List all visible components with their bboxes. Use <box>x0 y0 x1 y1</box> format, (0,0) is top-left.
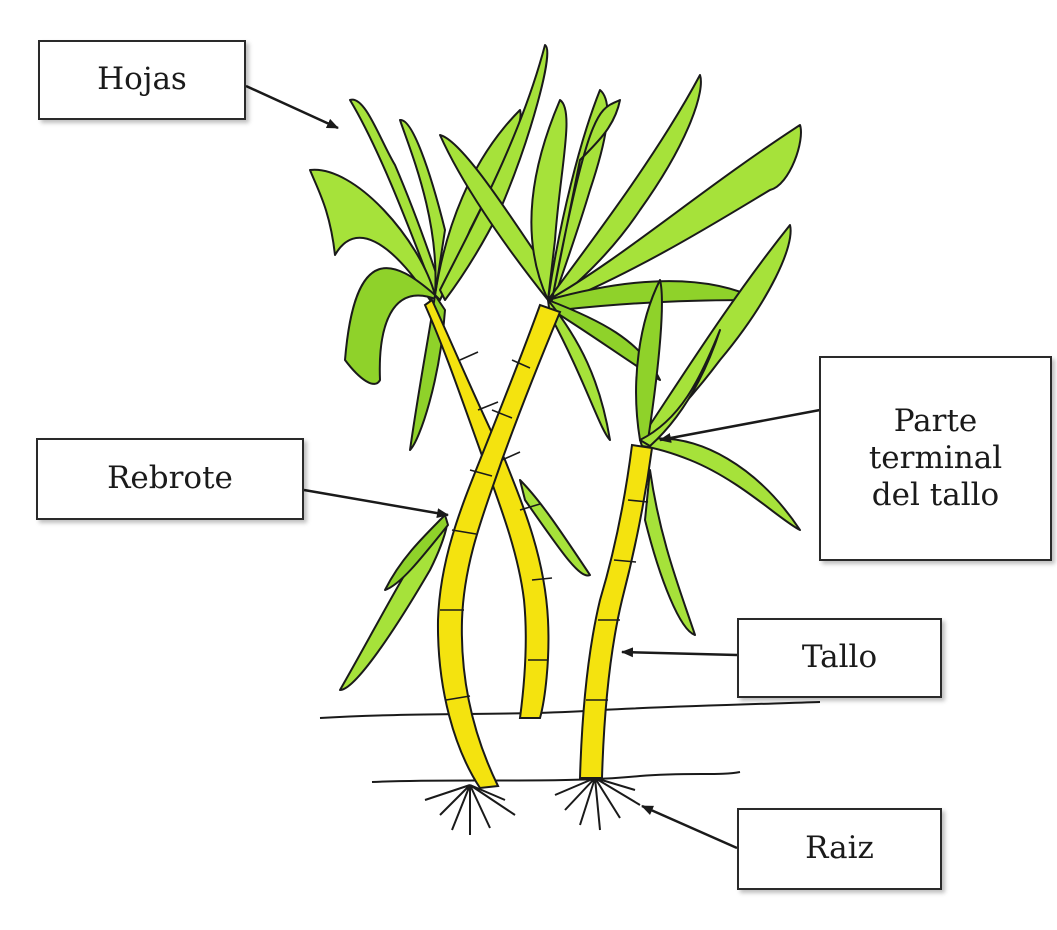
roots <box>425 778 640 835</box>
label-tallo: Tallo <box>737 618 942 698</box>
arrow-hojas <box>246 86 338 128</box>
arrow-raiz <box>642 806 737 848</box>
label-raiz: Raiz <box>737 808 942 890</box>
ground-lines <box>320 702 820 782</box>
arrow-parte-terminal <box>660 410 820 440</box>
arrow-rebrote <box>304 490 448 515</box>
stalks <box>425 300 652 788</box>
arrow-tallo <box>622 652 737 655</box>
label-hojas: Hojas <box>38 40 246 120</box>
label-rebrote: Rebrote <box>36 438 304 520</box>
leaves <box>310 45 801 690</box>
label-parte-terminal: Parte terminal del tallo <box>819 356 1052 561</box>
